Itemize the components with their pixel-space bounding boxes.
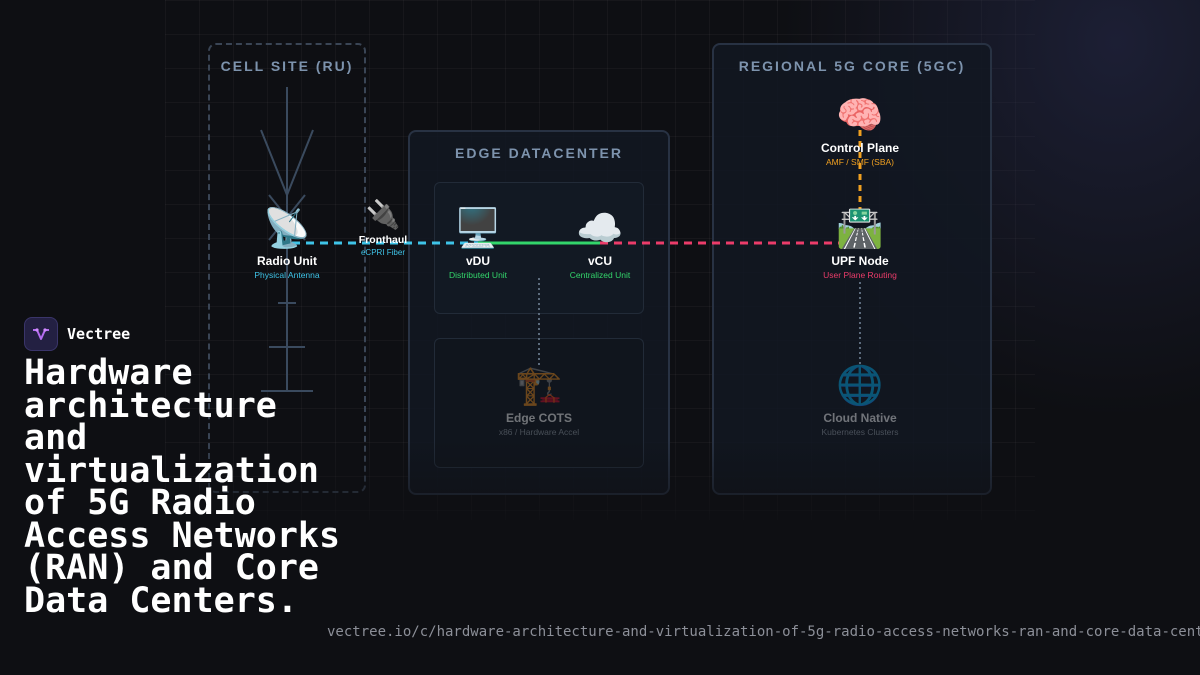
cloud-icon: ☁️ bbox=[576, 208, 624, 250]
upf-sub: User Plane Routing bbox=[823, 270, 897, 280]
upf-node[interactable]: 🛣️ UPF Node User Plane Routing bbox=[795, 207, 925, 280]
cloud-native-node[interactable]: 🌐 Cloud Native Kubernetes Clusters bbox=[795, 364, 925, 437]
motorway-icon: 🛣️ bbox=[836, 208, 884, 250]
control-plane-sub: AMF / SMF (SBA) bbox=[826, 157, 894, 167]
vdu-sub: Distributed Unit bbox=[448, 270, 508, 280]
plug-icon: 🔌 bbox=[365, 199, 401, 230]
cloud-native-label: Cloud Native bbox=[823, 411, 897, 425]
vdu-label: vDU bbox=[465, 254, 490, 268]
edge-compute-box bbox=[434, 182, 644, 314]
vcu-label: vCU bbox=[587, 254, 612, 268]
satellite-dish-icon: 📡 bbox=[263, 208, 311, 250]
regional-core-zone: REGIONAL 5G CORE (5GC) bbox=[712, 43, 992, 495]
page-url[interactable]: vectree.io/c/hardware-architecture-and-v… bbox=[327, 624, 1200, 640]
brain-icon: 🧠 bbox=[836, 95, 884, 137]
fronthaul-sub: eCPRI Fiber bbox=[360, 248, 405, 257]
edge-cots-label: Edge COTS bbox=[505, 411, 572, 425]
brand-name: Vectree bbox=[67, 325, 131, 343]
cell-site-title: CELL SITE (RU) bbox=[220, 58, 354, 74]
globe-icon: 🌐 bbox=[836, 365, 884, 407]
page-title: Hardware architecture and virtualization… bbox=[24, 353, 341, 621]
vcu-node[interactable]: ☁️ vCU Centralized Unit bbox=[535, 207, 665, 280]
control-plane-label: Control Plane bbox=[820, 141, 899, 155]
construction-crane-icon: 🏗️ bbox=[515, 365, 563, 407]
control-plane-node[interactable]: 🧠 Control Plane AMF / SMF (SBA) bbox=[795, 94, 925, 167]
edge-cots-sub: x86 / Hardware Accel bbox=[498, 427, 580, 437]
brand[interactable]: Vectree bbox=[24, 317, 130, 351]
radio-unit-sub: Physical Antenna bbox=[254, 270, 320, 280]
fronthaul-label: Fronthaul bbox=[358, 234, 408, 246]
edge-cots-node[interactable]: 🏗️ Edge COTS x86 / Hardware Accel bbox=[474, 364, 604, 437]
edge-datacenter-title: EDGE DATACENTER bbox=[455, 145, 623, 161]
cell-tower bbox=[260, 87, 314, 392]
radio-unit-node[interactable]: 📡 Radio Unit Physical Antenna bbox=[222, 207, 352, 280]
vcu-sub: Centralized Unit bbox=[569, 270, 631, 280]
upf-label: UPF Node bbox=[831, 254, 889, 268]
vdu-node[interactable]: 🖥️ vDU Distributed Unit bbox=[413, 207, 543, 280]
radio-unit-label: Radio Unit bbox=[257, 254, 317, 268]
regional-core-title: REGIONAL 5G CORE (5GC) bbox=[738, 58, 966, 74]
desktop-computer-icon: 🖥️ bbox=[454, 208, 502, 250]
cloud-native-sub: Kubernetes Clusters bbox=[821, 427, 899, 437]
bottom-fade-overlay bbox=[0, 440, 1200, 675]
fronthaul-node[interactable]: 🔌 Fronthaul eCPRI Fiber bbox=[338, 198, 428, 257]
v-waveform-logo-icon bbox=[24, 317, 58, 351]
